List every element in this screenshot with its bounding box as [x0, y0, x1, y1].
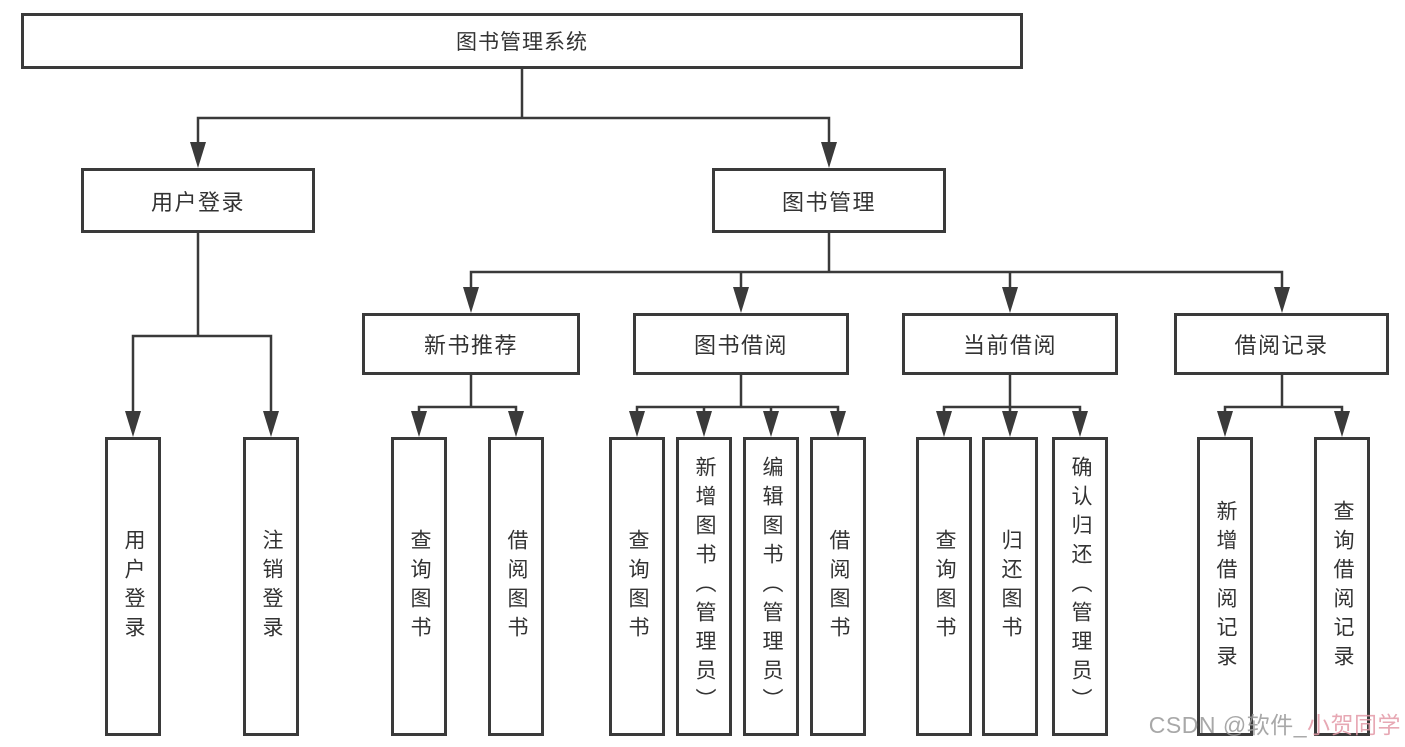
- leaf-query-books-1: 查询图书: [391, 437, 447, 736]
- node-book-borrow-label: 图书借阅: [693, 333, 788, 358]
- leaf-return-books: 归还图书: [982, 437, 1038, 736]
- leaf-edit-books-admin: 编辑图书（管理员）: [743, 437, 799, 736]
- csdn-watermark: CSDN @软件_小贺同学: [1149, 706, 1401, 740]
- leaf-add-borrow-record: 新增借阅记录: [1197, 437, 1253, 736]
- node-user-login-branch: 用户登录: [81, 168, 315, 233]
- leaf-add-books-admin: 新增图书（管理员）: [676, 437, 732, 736]
- leaf-query-books-2-label: 查询图书: [626, 528, 650, 645]
- leaf-borrow-books-1: 借阅图书: [488, 437, 544, 736]
- node-user-login-branch-label: 用户登录: [150, 189, 245, 215]
- leaf-user-login: 用户登录: [105, 437, 161, 736]
- leaf-add-books-admin-label: 新增图书（管理员）: [693, 456, 717, 717]
- leaf-return-books-label: 归还图书: [999, 528, 1023, 645]
- leaf-borrow-books-1-label: 借阅图书: [505, 528, 529, 645]
- leaf-confirm-return-admin: 确认归还（管理员）: [1052, 437, 1108, 736]
- leaf-query-books-3: 查询图书: [916, 437, 972, 736]
- arrowhead-icons: [125, 142, 1350, 437]
- leaf-confirm-return-admin-label: 确认归还（管理员）: [1069, 456, 1093, 717]
- node-book-management: 图书管理: [712, 168, 946, 233]
- node-current-borrow-label: 当前借阅: [962, 333, 1057, 358]
- leaf-borrow-books-2-label: 借阅图书: [827, 528, 851, 645]
- leaf-query-books-2: 查询图书: [609, 437, 665, 736]
- node-new-book-recommend-label: 新书推荐: [423, 333, 518, 358]
- node-current-borrow: 当前借阅: [902, 313, 1118, 375]
- node-borrow-records: 借阅记录: [1174, 313, 1389, 375]
- leaf-logout: 注销登录: [243, 437, 299, 736]
- leaf-query-books-3-label: 查询图书: [933, 528, 957, 645]
- leaf-query-borrow-record: 查询借阅记录: [1314, 437, 1370, 736]
- leaf-query-books-1-label: 查询图书: [408, 528, 432, 645]
- leaf-logout-label: 注销登录: [260, 528, 284, 645]
- leaf-add-borrow-record-label: 新增借阅记录: [1214, 499, 1238, 674]
- csdn-watermark-prefix: CSDN @软件_: [1148, 712, 1307, 738]
- node-library-system: 图书管理系统: [21, 13, 1023, 69]
- node-new-book-recommend: 新书推荐: [362, 313, 580, 375]
- node-borrow-records-label: 借阅记录: [1234, 333, 1329, 358]
- leaf-edit-books-admin-label: 编辑图书（管理员）: [760, 456, 784, 717]
- csdn-watermark-suffix: 小贺同学: [1307, 712, 1401, 738]
- node-book-management-label: 图书管理: [781, 189, 876, 215]
- leaf-user-login-label: 用户登录: [122, 528, 146, 645]
- leaf-query-borrow-record-label: 查询借阅记录: [1331, 499, 1355, 674]
- leaf-borrow-books-2: 借阅图书: [810, 437, 866, 736]
- node-library-system-label: 图书管理系统: [456, 31, 588, 54]
- node-book-borrow: 图书借阅: [633, 313, 849, 375]
